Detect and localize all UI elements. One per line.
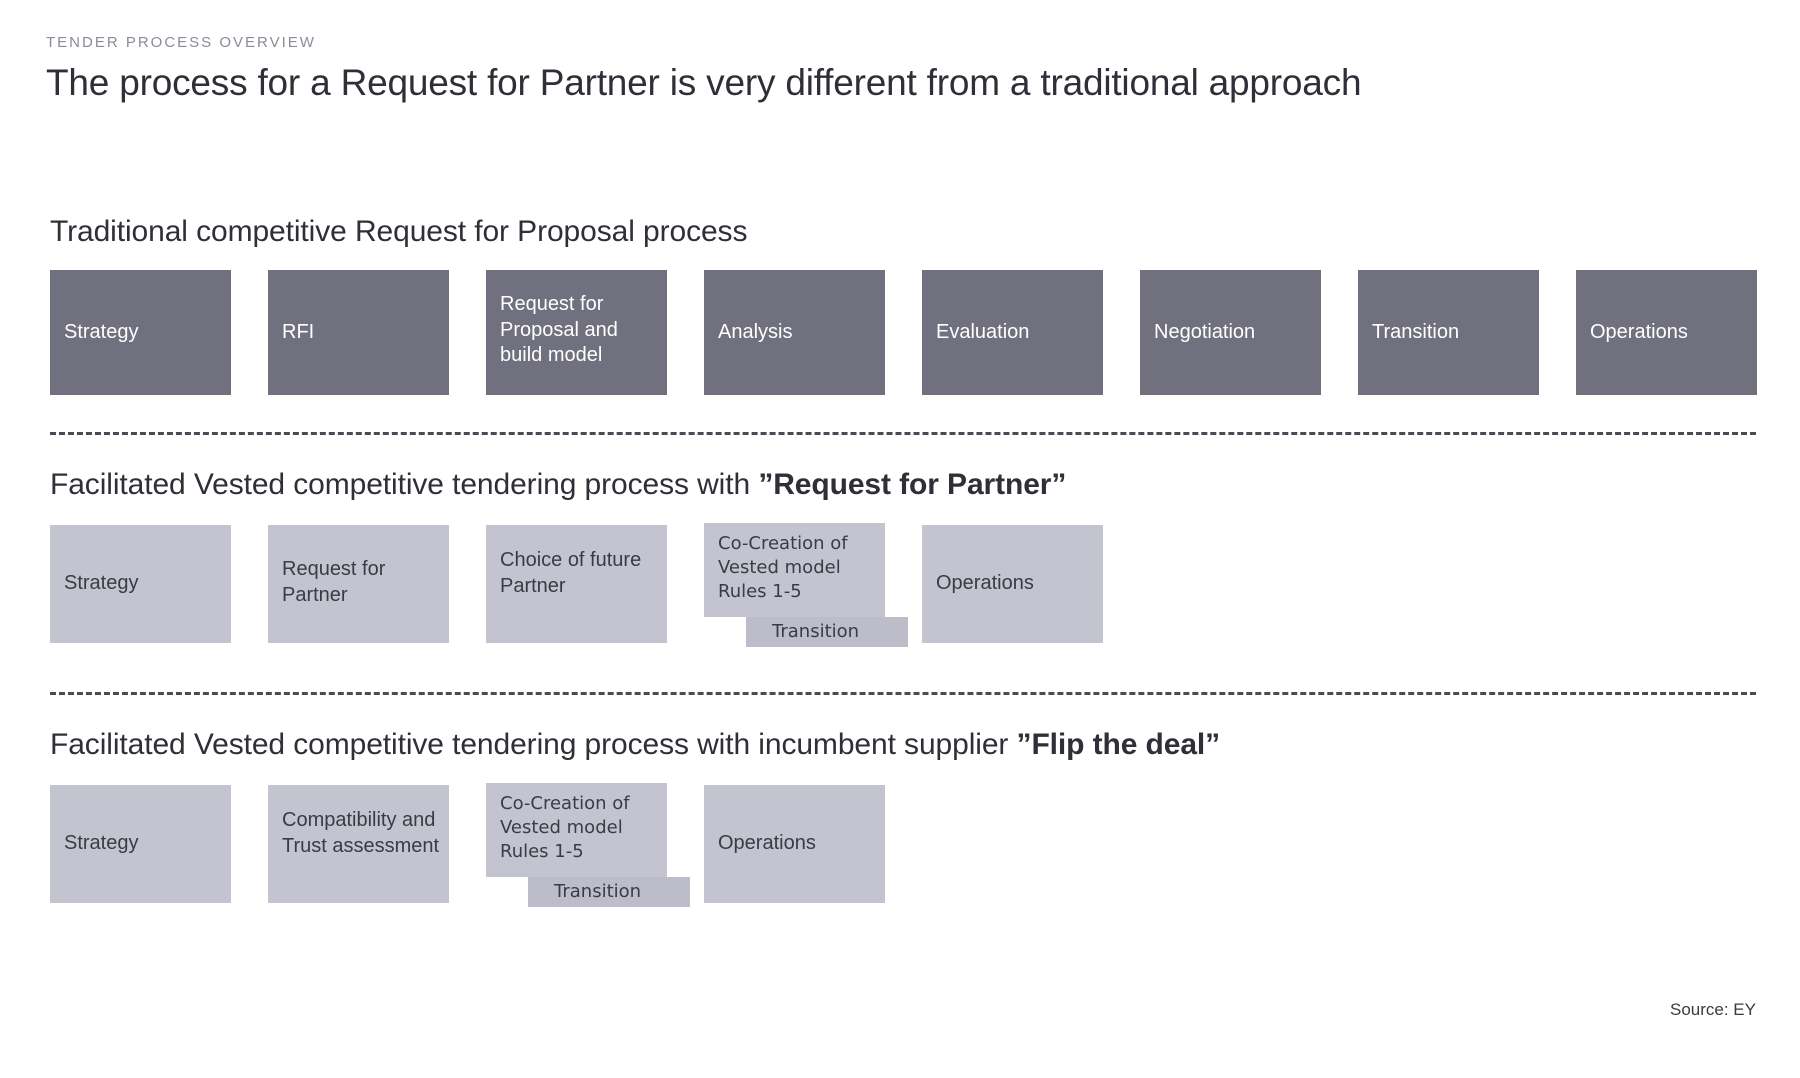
transition-overlay-label: Transition: [772, 621, 860, 643]
process-step-label: Evaluation: [936, 320, 1030, 343]
process-step-box[interactable]: Co-Creation of Vested model Rules 1-5: [704, 523, 885, 617]
section-heading-flip-the-deal: Facilitated Vested competitive tendering…: [50, 728, 1220, 762]
section-heading-text: Traditional competitive Request for Prop…: [50, 215, 748, 248]
process-step-box[interactable]: Strategy: [50, 785, 231, 903]
process-step-label: Analysis: [718, 320, 793, 343]
transition-overlay-box[interactable]: Transition: [746, 617, 908, 647]
process-step-label: Strategy: [64, 572, 139, 595]
process-step-box[interactable]: Choice of future Partner: [486, 525, 667, 643]
section-heading-text: Facilitated Vested competitive tendering…: [50, 468, 759, 501]
process-step-label: Choice of future Partner: [500, 549, 642, 597]
process-step-box[interactable]: Strategy: [50, 525, 231, 643]
transition-overlay-box[interactable]: Transition: [528, 877, 690, 907]
process-step-label: Compatibility and Trust assessment: [282, 809, 440, 857]
process-step-label: Strategy: [64, 320, 139, 343]
process-step-box[interactable]: Operations: [704, 785, 885, 903]
process-step-box[interactable]: Transition: [1358, 270, 1539, 395]
process-step-box[interactable]: Analysis: [704, 270, 885, 395]
process-step-box[interactable]: Negotiation: [1140, 270, 1321, 395]
section-divider: [50, 432, 1756, 435]
process-step-box[interactable]: Operations: [1576, 270, 1757, 395]
section-heading-traditional: Traditional competitive Request for Prop…: [50, 215, 747, 249]
transition-overlay-label: Transition: [554, 881, 642, 903]
process-step-box[interactable]: Co-Creation of Vested model Rules 1-5: [486, 783, 667, 877]
process-step-box[interactable]: RFI: [268, 270, 449, 395]
process-step-label: Strategy: [64, 832, 139, 855]
process-step-label: Operations: [718, 832, 816, 855]
process-step-box[interactable]: Compatibility and Trust assessment: [268, 785, 449, 903]
process-step-label: Transition: [1372, 320, 1460, 343]
eyebrow-label: TENDER PROCESS OVERVIEW: [46, 34, 316, 51]
section-heading-text: Facilitated Vested competitive tendering…: [50, 728, 1017, 761]
process-step-box[interactable]: Request for Proposal and build model: [486, 270, 667, 395]
section-heading-emphasis: ”Flip the deal”: [1016, 728, 1221, 761]
process-step-label: Operations: [1590, 320, 1688, 343]
process-step-label: Co-Creation of Vested model Rules 1-5: [718, 533, 848, 602]
source-attribution: Source: EY: [1670, 1000, 1756, 1019]
section-heading-request-for-partner: Facilitated Vested competitive tendering…: [50, 468, 1066, 502]
section-divider: [50, 692, 1756, 695]
process-step-label: Operations: [936, 572, 1034, 595]
process-step-label: Request for Proposal and build model: [500, 293, 618, 367]
page-title: The process for a Request for Partner is…: [46, 62, 1362, 103]
process-step-box[interactable]: Strategy: [50, 270, 231, 395]
process-step-box[interactable]: Operations: [922, 525, 1103, 643]
section-heading-emphasis: ”Request for Partner”: [758, 468, 1067, 501]
process-step-box[interactable]: Evaluation: [922, 270, 1103, 395]
process-step-label: Request for Partner: [282, 558, 386, 606]
process-step-box[interactable]: Request for Partner: [268, 525, 449, 643]
process-step-label: Negotiation: [1154, 320, 1256, 343]
process-step-label: Co-Creation of Vested model Rules 1-5: [500, 793, 630, 862]
process-step-label: RFI: [282, 320, 315, 343]
